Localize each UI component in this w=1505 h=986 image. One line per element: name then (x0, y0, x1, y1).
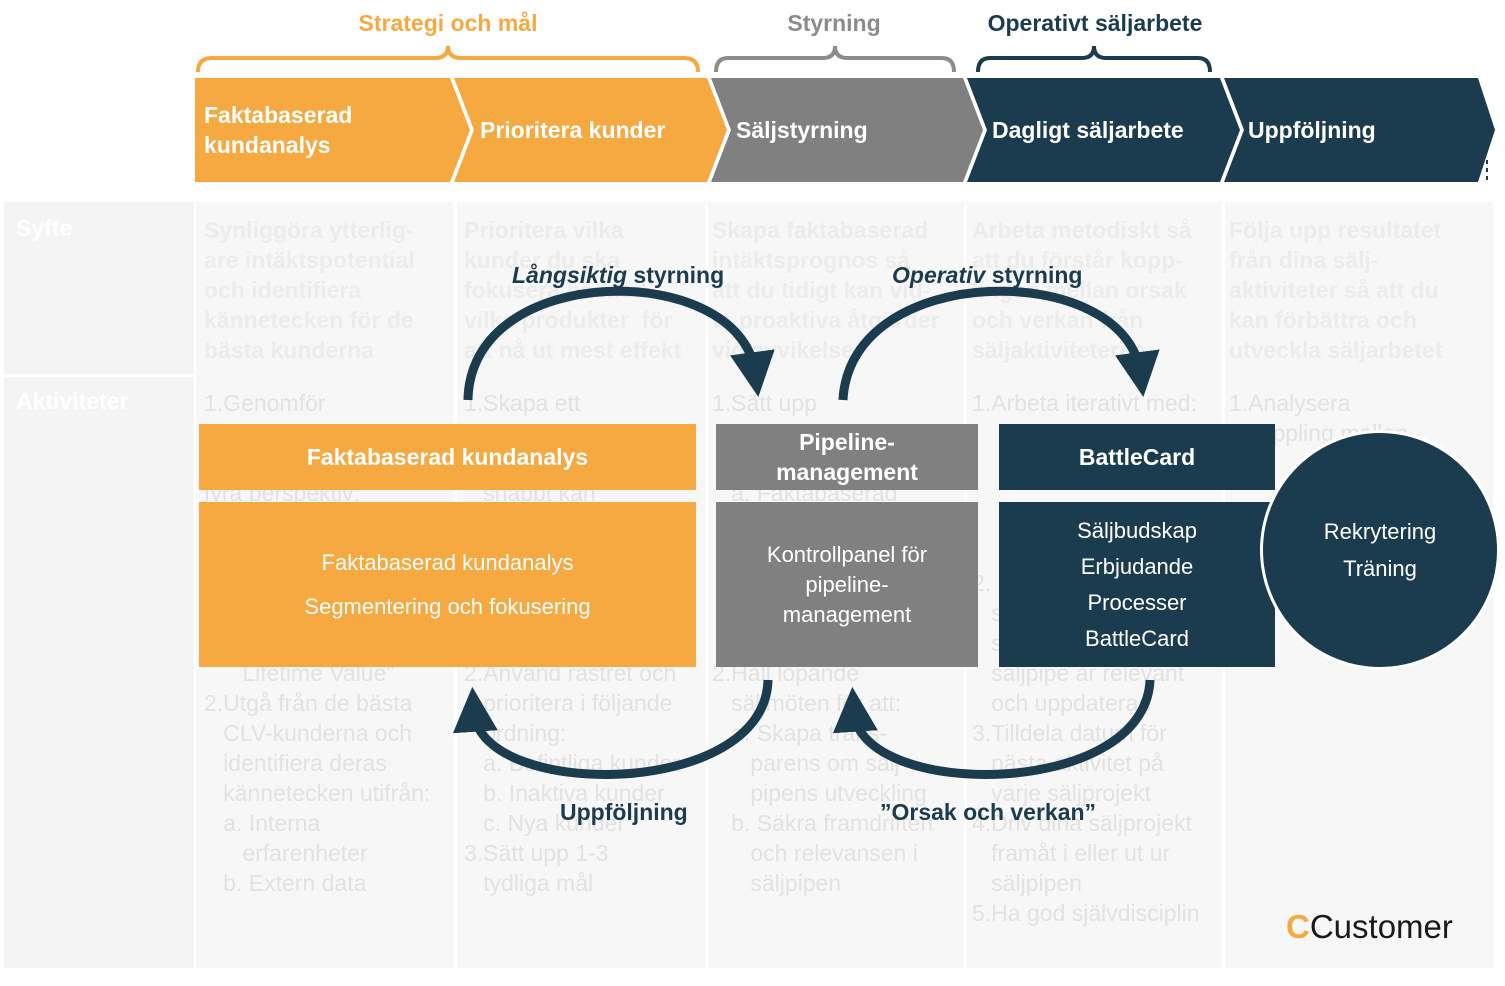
circle-line: Rekrytering (1323, 519, 1437, 544)
row-label-purpose: Syfte (16, 215, 73, 241)
purpose-text: Synliggöra ytterlig- are intäktspotentia… (204, 217, 415, 363)
purpose-text: Skapa faktabaserad intäktsprognos så att… (712, 217, 940, 363)
gray-body-line: management (782, 601, 912, 627)
dark-body-line: Säljbudskap (1077, 517, 1197, 543)
cycle-label-long-term: Långsiktig styrning (512, 262, 725, 288)
orange-body-line: Segmentering och fokusering (304, 593, 591, 619)
cycle-label-follow-up: Uppföljning (560, 799, 688, 825)
gray-title-line: Pipeline- (799, 429, 895, 455)
orange-body-line: Faktabaserad kundanalys (321, 549, 574, 575)
recruitment-circle: Rekrytering Träning (1260, 430, 1500, 670)
dark-body-line: Processer (1087, 589, 1187, 615)
chevron-sales-steering: Säljstyrning (736, 117, 868, 143)
dark-body-line: Erbjudande (1080, 553, 1194, 579)
circle-line: Träning (1343, 556, 1417, 581)
gray-body-line: pipeline- (805, 571, 889, 597)
purpose-text: Följa upp resultatet från dina sälj- akt… (1229, 217, 1443, 363)
process-chevrons (195, 78, 1495, 182)
orange-title-box: Faktabaserad kundanalys (199, 424, 696, 490)
dark-body-box: Säljbudskap Erbjudande Processer BattleC… (999, 502, 1275, 667)
group-brackets (196, 45, 1212, 73)
gray-title-box: Pipeline- management (716, 424, 978, 490)
chevron-prioritize-customers: Prioritera kunder (480, 117, 666, 143)
row-label-activities: Aktiviteter (16, 388, 129, 414)
cycle-label-operative: Operativ styrning (892, 262, 1083, 288)
chevron-daily-sales-work: Dagligt säljarbete (992, 117, 1184, 143)
gray-body-line: Kontrollpanel för (766, 541, 928, 567)
orange-body-box: Faktabaserad kundanalys Segmentering och… (199, 502, 696, 667)
activities-text: 1.Arbeta iterativt med: 2. s s säljpipe … (972, 390, 1200, 926)
gray-title-line: management (776, 459, 918, 485)
ccustomer-logo: CCustomer (1286, 908, 1453, 945)
chevron-follow-up: Uppföljning (1248, 117, 1376, 143)
dark-title-box: BattleCard (999, 424, 1275, 490)
gray-body-box: Kontrollpanel för pipeline- management (716, 502, 978, 667)
row-label-column (4, 202, 194, 968)
group-label-strategy: Strategi och mål (358, 10, 538, 36)
cycle-label-cause-effect: ”Orsak och verkan” (880, 799, 1097, 825)
dark-body-line: BattleCard (1085, 625, 1189, 651)
group-label-steering: Styrning (787, 10, 881, 36)
group-label-operative: Operativt säljarbete (987, 10, 1203, 36)
